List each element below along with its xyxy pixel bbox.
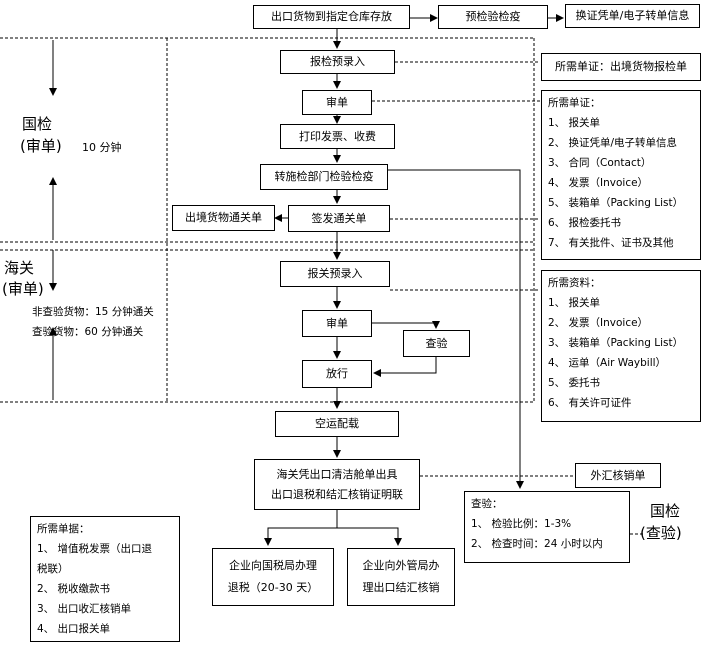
tax-refund-line1: 企业向国税局办理: [229, 559, 317, 572]
air-stowage-box: 空运配载: [275, 411, 399, 437]
ciq-docs-title: 所需单证：: [548, 97, 601, 109]
transfer-box: 转施检部门检验检疫: [260, 164, 388, 190]
ciq-review-label: 审单: [326, 95, 348, 109]
air-stowage-label: 空运配载: [315, 417, 359, 430]
list-item: 5、 装箱单（Packing List）: [548, 197, 684, 209]
list-item: 3、 出口收汇核销单: [37, 603, 132, 615]
non-inspect-time: 非查验货物：15 分钟通关: [32, 306, 154, 318]
customs-title: 海关: [4, 259, 35, 277]
invoice-fee-box: 打印发票、收费: [280, 124, 395, 149]
customs-materials-box: 所需资料： 1、 报关单 2、 发票（Invoice） 3、 装箱单（Packi…: [541, 270, 701, 422]
inspection-label: 查验: [425, 336, 448, 350]
ciq-pre-entry-label: 报检预录入: [310, 55, 365, 68]
customs-cert-line2: 出口退税和结汇核销证明联: [271, 487, 403, 501]
list-item: 6、 有关许可证件: [548, 397, 632, 409]
refund-docs-title: 所需单据：: [37, 523, 90, 535]
fx-form-box: 外汇核销单: [575, 463, 661, 488]
list-item: 3、 装箱单（Packing List）: [548, 337, 684, 349]
voucher-label: 换证凭单/电子转单信息: [575, 9, 690, 22]
list-item: 2、 检查时间：24 小时以内: [471, 538, 603, 550]
voucher-box: 换证凭单/电子转单信息: [565, 4, 700, 28]
invoice-fee-label: 打印发票、收费: [299, 129, 376, 143]
ciq-docs-box: 所需单证： 1、 报关单 2、 换证凭单/电子转单信息 3、 合同（Contac…: [541, 90, 701, 260]
list-item: 税联）: [37, 563, 69, 575]
customs-review-box: 审单: [302, 310, 372, 337]
ciq-inspection-box: 查验： 1、 检验比例：1-3% 2、 检查时间：24 小时以内: [464, 491, 630, 563]
preinspection-label: 预检验检疫: [465, 10, 521, 23]
fx-settlement-box: 企业向外管局办 理出口结汇核销: [347, 548, 455, 606]
list-item: 3、 合同（Contact）: [548, 157, 652, 169]
transfer-label: 转施检部门检验检疫: [274, 170, 374, 183]
ciq-inspection-title: 国检: [650, 502, 681, 520]
list-item: 4、 出口报关单: [37, 623, 111, 635]
fx-settlement-line2: 理出口结汇核销: [362, 581, 440, 594]
inspection-box: 查验: [403, 330, 470, 357]
doc-required-label: 所需单证：出境货物报检单: [555, 60, 687, 73]
ciq-review-box: 审单: [302, 90, 372, 115]
warehouse-label: 出口货物到指定仓库存放: [271, 10, 392, 23]
list-item: 1、 报关单: [548, 297, 601, 309]
inspect-time: 查验货物：60 分钟通关: [32, 326, 144, 338]
customs-subtitle: (审单): [2, 280, 44, 298]
refund-docs-box: 所需单据： 1、 增值税发票（出口退 税联） 2、 税收缴款书 3、 出口收汇核…: [30, 516, 180, 642]
customs-pre-entry-label: 报关预录入: [307, 267, 363, 280]
customs-pre-entry-box: 报关预录入: [280, 261, 390, 287]
list-item: 1、 增值税发票（出口退: [37, 543, 153, 555]
tax-refund-box: 企业向国税局办理 退税（20-30 天）: [212, 548, 334, 606]
fx-form-label: 外汇核销单: [590, 468, 646, 482]
customs-cert-line1: 海关凭出口清洁舱单出具: [276, 467, 398, 481]
customs-materials-title: 所需资料：: [548, 277, 601, 289]
clearance-form-label: 出境货物通关单: [185, 211, 262, 224]
list-item: 1、 检验比例：1-3%: [471, 518, 572, 530]
issue-form-label: 签发通关单: [311, 211, 367, 225]
list-item: 6、 报检委托书: [548, 217, 622, 229]
list-item: 2、 发票（Invoice）: [548, 317, 649, 329]
list-item: 5、 委托书: [548, 377, 601, 389]
clearance-form-box: 出境货物通关单: [172, 205, 275, 231]
list-item: 1、 报关单: [548, 117, 601, 129]
release-label: 放行: [326, 367, 348, 380]
list-item: 4、 运单（Air Waybill）: [548, 357, 667, 369]
doc-required-box: 所需单证：出境货物报检单: [541, 53, 701, 81]
list-item: 2、 换证凭单/电子转单信息: [548, 137, 678, 149]
ciq-pre-entry-box: 报检预录入: [280, 50, 395, 74]
warehouse-box: 出口货物到指定仓库存放: [253, 5, 410, 29]
list-item: 2、 税收缴款书: [37, 583, 111, 595]
ciq-review-title: 国检: [22, 115, 53, 133]
ciq-review-subtitle: (审单): [20, 137, 62, 155]
customs-review-label: 审单: [326, 316, 348, 330]
fx-settlement-line1: 企业向外管局办: [362, 559, 440, 572]
list-item: 7、 有关批件、证书及其他: [548, 237, 674, 249]
ciq-inspection-box-title: 查验：: [471, 498, 503, 510]
preinspection-box: 预检验检疫: [438, 5, 548, 29]
ciq-review-duration: 10 分钟: [82, 141, 122, 154]
customs-cert-box: 海关凭出口清洁舱单出具 出口退税和结汇核销证明联: [254, 459, 420, 510]
issue-form-box: 签发通关单: [288, 205, 390, 232]
tax-refund-line2: 退税（20-30 天）: [227, 581, 319, 594]
ciq-inspection-subtitle: (查验): [640, 524, 682, 542]
list-item: 4、 发票（Invoice）: [548, 177, 649, 189]
release-box: 放行: [302, 360, 372, 388]
